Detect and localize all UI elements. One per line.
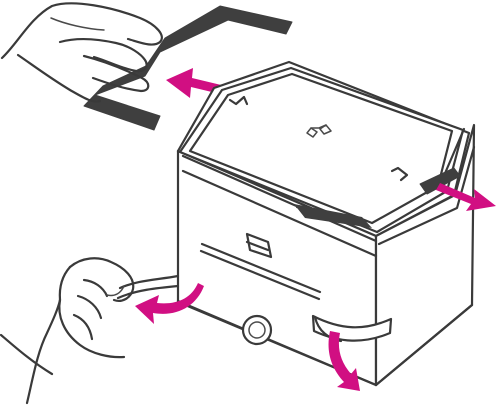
scale-device	[118, 62, 474, 385]
power-button	[243, 316, 271, 344]
lower-hand-illustration	[1, 258, 133, 403]
upper-hand-illustration	[2, 3, 162, 101]
